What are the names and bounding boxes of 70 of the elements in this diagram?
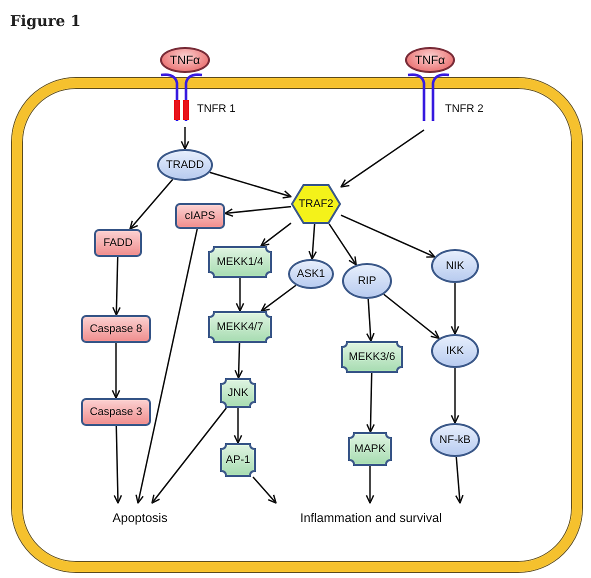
node-label: NIK xyxy=(446,260,464,272)
protein-ellipse xyxy=(431,249,479,283)
node-label: MEKK3/6 xyxy=(348,351,396,363)
node-label: JNK xyxy=(228,387,248,399)
node-label: Caspase 3 xyxy=(90,406,142,418)
outcome-label: Apoptosis xyxy=(102,503,178,525)
arrow xyxy=(455,456,464,504)
arrow xyxy=(450,368,460,424)
protein-box xyxy=(81,398,151,426)
kinase-octagon xyxy=(220,378,256,408)
protein-ellipse xyxy=(431,334,479,368)
arrow xyxy=(366,466,374,504)
node-label: cIAPS xyxy=(184,210,216,222)
arrow xyxy=(328,224,357,266)
arrow xyxy=(234,408,242,444)
node-label: AP-1 xyxy=(226,454,250,466)
figure-title: Figure 1 xyxy=(10,12,81,30)
kinase-octagon xyxy=(208,311,272,343)
protein-ellipse xyxy=(157,149,213,181)
arrow xyxy=(224,206,292,217)
node-label: Caspase 8 xyxy=(90,323,142,335)
protein-ellipse xyxy=(342,263,392,299)
protein-box xyxy=(175,203,225,229)
ligand-ellipse xyxy=(405,47,455,73)
outcome-label: Inflammation and survival xyxy=(268,503,474,525)
ligand-ellipse xyxy=(160,47,210,73)
node-label: MEKK1/4 xyxy=(216,256,264,268)
arrow xyxy=(135,228,198,504)
protein-box xyxy=(94,229,142,257)
arrow xyxy=(151,408,227,504)
kinase-octagon xyxy=(208,246,272,278)
arrow xyxy=(210,172,292,199)
node-label: TNFα xyxy=(414,53,446,67)
arrow xyxy=(308,224,317,260)
cell-membrane xyxy=(12,78,582,572)
arrow xyxy=(340,129,424,188)
protein-ellipse xyxy=(430,423,480,457)
arrow xyxy=(114,426,122,504)
arrow xyxy=(260,222,292,247)
arrow xyxy=(260,284,296,312)
node-label: MAPK xyxy=(354,443,386,455)
node-label: MEKK4/7 xyxy=(216,321,264,333)
arrow xyxy=(234,342,244,379)
kinase-octagon xyxy=(341,341,403,373)
kinase-octagon xyxy=(220,443,256,477)
node-label: NF-kB xyxy=(439,434,471,446)
arrow xyxy=(366,372,375,433)
protein-box xyxy=(81,315,151,343)
node-label: TRAF2 xyxy=(298,198,334,210)
node-label: TNFα xyxy=(170,53,200,67)
arrow xyxy=(129,178,174,230)
protein-ellipse xyxy=(288,259,334,289)
arrow xyxy=(112,256,121,316)
node-label: IKK xyxy=(446,345,464,357)
kinase-octagon xyxy=(348,432,392,466)
arrow xyxy=(383,294,440,340)
traf2-hexagon xyxy=(291,184,341,224)
arrow xyxy=(252,476,277,504)
arrow xyxy=(340,214,436,258)
arrow xyxy=(236,278,244,312)
receptor-label: TNFR 1 xyxy=(197,103,236,115)
arrow xyxy=(366,298,375,342)
arrow xyxy=(180,127,190,150)
node-label: ASK1 xyxy=(296,268,326,280)
arrow xyxy=(450,283,460,335)
arrow xyxy=(112,343,120,399)
node-label: RIP xyxy=(358,275,376,287)
node-label: FADD xyxy=(103,237,133,249)
receptor-label: TNFR 2 xyxy=(445,103,484,115)
node-label: TRADD xyxy=(166,159,204,171)
